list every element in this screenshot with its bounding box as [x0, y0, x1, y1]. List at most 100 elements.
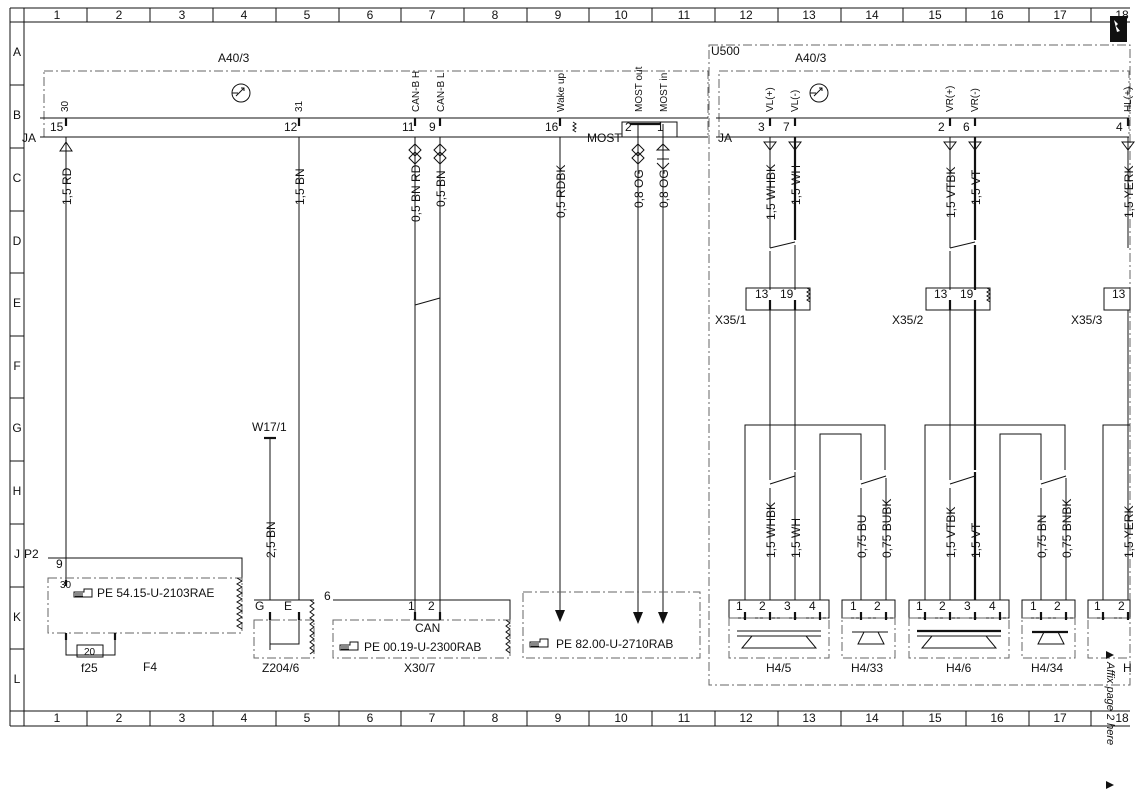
pin: 2 — [428, 599, 435, 613]
col-label: 9 — [555, 711, 562, 725]
most-label: MOST — [587, 131, 622, 145]
pin: 6 — [963, 120, 970, 134]
signal-most-in: MOST in — [659, 73, 670, 112]
ground-icon — [809, 83, 829, 103]
col-label: 9 — [555, 8, 562, 22]
col-label: 14 — [865, 711, 879, 725]
pin: 4 — [989, 599, 996, 613]
wire-label: 1,5 YERK — [1122, 166, 1136, 218]
pin: 2 — [625, 120, 632, 134]
x35-2-label: X35/2 — [892, 313, 924, 327]
z204-6-label: Z204/6 — [262, 661, 300, 675]
row-label: A — [13, 45, 21, 59]
wire-label: 1,5 WH — [789, 518, 803, 558]
reference-3-box — [522, 591, 701, 659]
reference-2: PE 00.19-U-2300RAB — [364, 640, 481, 654]
ground-icon — [231, 83, 251, 103]
pin: 13 — [1112, 287, 1126, 301]
h4-33-label: H4/33 — [851, 661, 883, 675]
pin: G — [255, 599, 264, 613]
col-label: 10 — [614, 8, 628, 22]
col-label: 15 — [928, 8, 942, 22]
col-label: 11 — [678, 8, 691, 22]
col-label: 18 — [1115, 711, 1129, 725]
col-label: 14 — [865, 8, 879, 22]
wire-label: 0,8 OG — [632, 169, 646, 208]
col-label: 15 — [928, 711, 942, 725]
pin: 1 — [408, 599, 415, 613]
row-label: G — [12, 421, 21, 435]
pin: 3 — [964, 599, 971, 613]
col-label: 12 — [739, 8, 753, 22]
w17-1-label: W17/1 — [252, 420, 287, 434]
signal-can-l: CAN-B L — [436, 72, 447, 112]
signal-can-h: CAN-B H — [411, 71, 422, 112]
pin-stubs — [64, 118, 1130, 126]
wire-label: 2,5 BN — [264, 521, 278, 558]
h4-34-label: H4/34 — [1031, 661, 1063, 675]
col-label: 6 — [367, 8, 374, 22]
page-corner-icon — [1110, 16, 1127, 42]
wire-label: 1,5 YERK — [1122, 506, 1136, 558]
col-label: 10 — [614, 711, 628, 725]
speaker-partial — [1087, 599, 1131, 659]
signal-vl-plus: VL(+) — [765, 87, 776, 112]
x30-7-label: X30/7 — [404, 661, 436, 675]
col-label: 16 — [990, 711, 1004, 725]
row-label: L — [14, 672, 21, 686]
pin: 11 — [402, 120, 415, 134]
wire-label: 1,5 RD — [60, 167, 74, 205]
pin: E — [284, 599, 292, 613]
col-label: 11 — [678, 711, 691, 725]
col-label: 5 — [304, 711, 311, 725]
wire-label: 0,75 BNBK — [1060, 499, 1074, 558]
col-label: 4 — [241, 711, 248, 725]
col-label: 7 — [429, 8, 436, 22]
f25-label: f25 — [81, 661, 98, 675]
wire-label: 1,5 WHBK — [764, 164, 778, 220]
pin: 1 — [657, 120, 664, 134]
row-label: C — [13, 171, 22, 185]
pin: 1 — [850, 599, 857, 613]
pin: 9 — [429, 120, 436, 134]
wire-label: 1,5 VTBK — [944, 167, 958, 218]
col-label: 3 — [179, 711, 186, 725]
frame — [9, 7, 1130, 727]
pin: 4 — [1116, 120, 1123, 134]
pin: 1 — [1094, 599, 1101, 613]
pin: 19 — [780, 287, 794, 301]
z204-6 — [253, 599, 315, 659]
side-arrow-icon — [1106, 781, 1114, 789]
col-label: 17 — [1053, 8, 1067, 22]
lower-wires — [744, 310, 1130, 600]
speaker-h4-6 — [908, 599, 1010, 659]
wire-label: 0,8 OG — [657, 169, 671, 208]
speaker-h4-34 — [1021, 599, 1076, 659]
col-label: 2 — [116, 8, 123, 22]
wire-label: 1,5 VT — [969, 522, 983, 558]
pin: 7 — [783, 120, 790, 134]
col-label: 5 — [304, 8, 311, 22]
signal-vr-plus: VR(+) — [945, 86, 956, 112]
pin: 2 — [939, 599, 946, 613]
pin: 9 — [56, 557, 63, 571]
pointing-hand-icon — [339, 641, 359, 651]
x30-7 — [332, 599, 511, 659]
f4-fuse-box — [47, 557, 243, 658]
pin: 12 — [284, 120, 298, 134]
a40-3-right-label: A40/3 — [795, 51, 827, 65]
pin: 1 — [916, 599, 923, 613]
wire-label: 0,5 BN RD — [409, 164, 423, 222]
col-label: 7 — [429, 711, 436, 725]
row-label: B — [13, 108, 21, 122]
pin: 2 — [938, 120, 945, 134]
pin: 13 — [755, 287, 769, 301]
can-label: CAN — [415, 621, 440, 635]
h-partial-label: H — [1123, 661, 1132, 675]
col-label: 13 — [802, 711, 816, 725]
column-labels-bottom: 1 2 3 4 5 6 7 8 9 10 11 12 13 14 15 16 1… — [54, 711, 1129, 725]
pin: 1 — [1030, 599, 1037, 613]
x35-3-label: X35/3 — [1071, 313, 1103, 327]
pin: 3 — [784, 599, 791, 613]
pin: 3 — [758, 120, 765, 134]
